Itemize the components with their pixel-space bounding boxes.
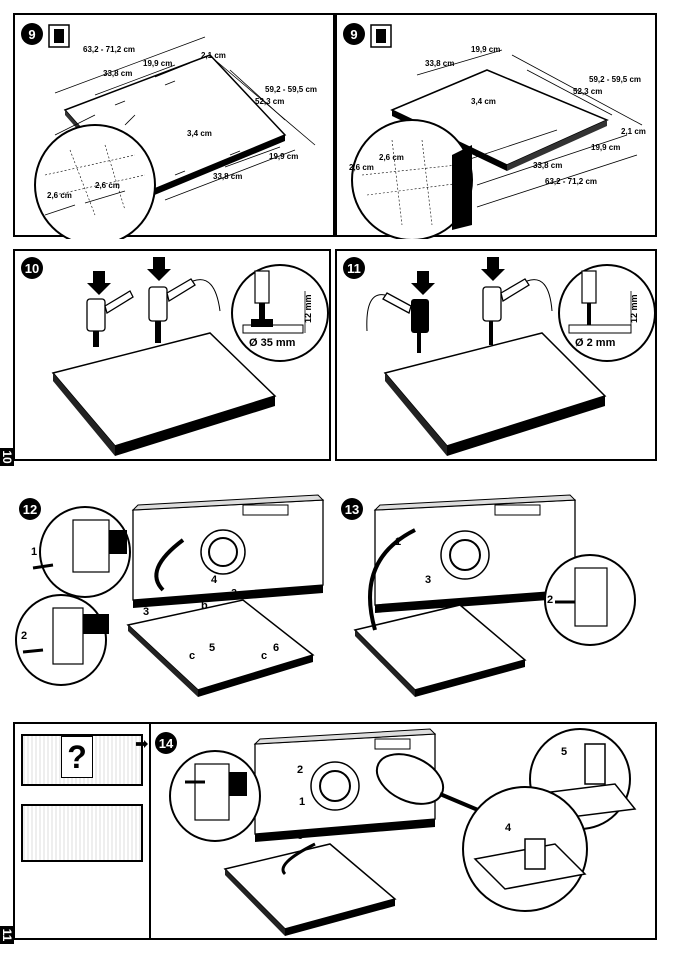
dim-hole-offset: 33,8 cm bbox=[425, 59, 454, 68]
callout-b: b bbox=[201, 600, 208, 612]
dim-hole-spacing: 19,9 cm bbox=[143, 59, 172, 68]
dim-edge: 2,1 cm bbox=[201, 51, 226, 60]
worktop-dimension-drawing-left bbox=[15, 15, 337, 239]
dim-detail-a: 2,6 cm bbox=[47, 191, 72, 200]
door-detached-drawing bbox=[335, 490, 657, 705]
drilling-pilot-holes-drawing bbox=[337, 251, 659, 463]
dim-inner-width: 52,3 cm bbox=[255, 97, 284, 106]
callout-2: 2 bbox=[21, 630, 27, 642]
door-removal-drawing bbox=[13, 490, 333, 705]
dim-detail-b: 2,6 cm bbox=[95, 181, 120, 190]
panel-13: 13 1 2 3 bbox=[335, 490, 657, 705]
panel-10: 10 12 mm Ø 35 mm bbox=[13, 249, 331, 461]
dim-hole-spacing-front: 19,9 cm bbox=[591, 143, 620, 152]
dim-inner-width: 52,3 cm bbox=[573, 87, 602, 96]
drilling-hinge-holes-drawing bbox=[15, 251, 333, 463]
drill-depth-label: 12 mm bbox=[303, 294, 313, 323]
drill-diameter-label: Ø 35 mm bbox=[249, 337, 295, 349]
dim-length: 63,2 - 71,2 cm bbox=[83, 45, 135, 54]
dim-detail-a: 2,6 cm bbox=[349, 163, 374, 172]
dim-hole-spacing: 19,9 cm bbox=[471, 45, 500, 54]
panel-12: 12 1 2 3 4 5 6 a b c c bbox=[13, 490, 333, 705]
dim-hole-offset: 33,8 cm bbox=[103, 69, 132, 78]
drill-diameter-label: Ø 2 mm bbox=[575, 337, 615, 349]
page-number: 11 bbox=[0, 926, 14, 944]
callout-4: 4 bbox=[505, 822, 511, 834]
panel-9-right: 9 19,9 cm 33,8 cm 59,2 - 59,5 cm 52,3 cm… bbox=[335, 13, 657, 237]
dim-edge: 2,1 cm bbox=[621, 127, 646, 136]
dim-slot: 3,4 cm bbox=[187, 129, 212, 138]
page-number: 10 bbox=[0, 448, 14, 466]
panel-11: 11 12 mm Ø 2 mm bbox=[335, 249, 657, 461]
callout-1: 1 bbox=[395, 536, 401, 548]
callout-1: 1 bbox=[299, 796, 305, 808]
callout-3: 3 bbox=[425, 574, 431, 586]
callout-a: a bbox=[231, 586, 237, 598]
callout-6: 6 bbox=[273, 642, 279, 654]
dim-width: 59,2 - 59,5 cm bbox=[265, 85, 317, 94]
dim-width: 59,2 - 59,5 cm bbox=[589, 75, 641, 84]
callout-2: 2 bbox=[547, 594, 553, 606]
drill-depth-label: 12 mm bbox=[629, 294, 639, 323]
panel-14: ? ➡ 14 1 2 3 4 5 bbox=[13, 722, 657, 940]
panel-9-left: 9 63,2 - 71,2 cm 2,1 cm 33,8 c bbox=[13, 13, 335, 237]
dim-hole-offset-front: 33,8 cm bbox=[533, 161, 562, 170]
callout-c: c bbox=[261, 650, 267, 662]
callout-3: 3 bbox=[297, 830, 303, 842]
dim-slot: 3,4 cm bbox=[471, 97, 496, 106]
callout-3: 3 bbox=[143, 606, 149, 618]
dim-hole-offset-front: 33,8 cm bbox=[213, 172, 242, 181]
callout-c: c bbox=[189, 650, 195, 662]
dim-length: 63,2 - 71,2 cm bbox=[545, 177, 597, 186]
callout-1: 1 bbox=[31, 546, 37, 558]
dim-detail-b: 2,6 cm bbox=[379, 153, 404, 162]
callout-4: 4 bbox=[211, 574, 217, 586]
dim-hole-spacing-front: 19,9 cm bbox=[269, 152, 298, 161]
door-reassembly-drawing bbox=[15, 724, 655, 938]
callout-5: 5 bbox=[561, 746, 567, 758]
callout-2: 2 bbox=[297, 764, 303, 776]
callout-5: 5 bbox=[209, 642, 215, 654]
